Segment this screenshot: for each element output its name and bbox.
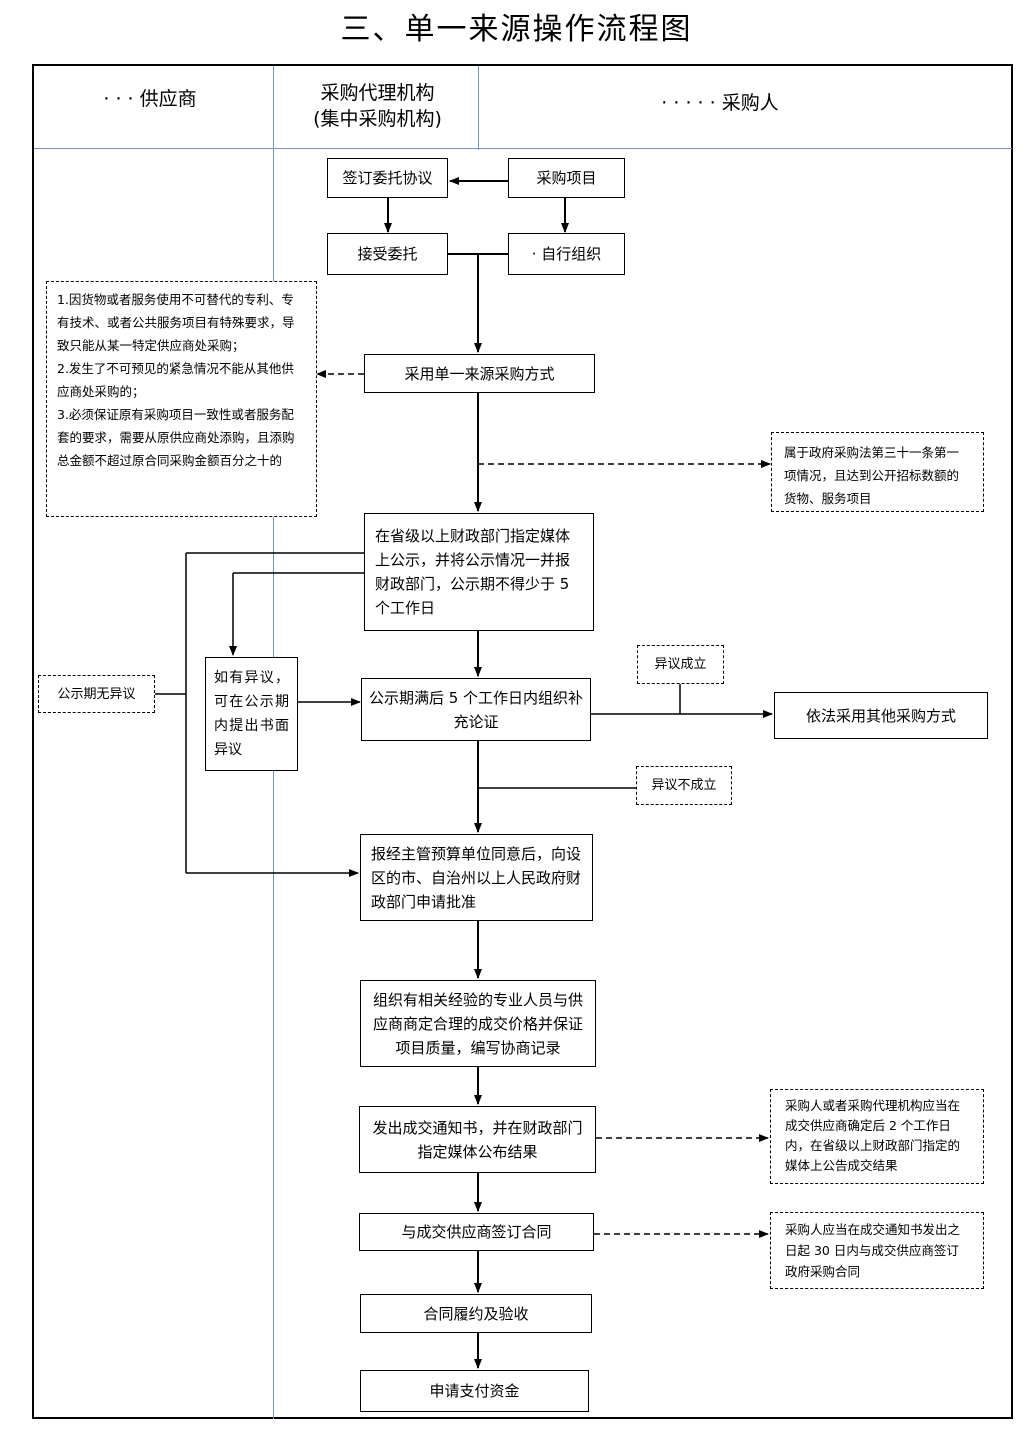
lane-header-divider	[34, 148, 1012, 149]
perform-accept-box: 合同履约及验收	[360, 1294, 592, 1333]
lane-header-supplier: · · · 供应商	[103, 88, 197, 110]
objection-valid-note: 异议成立	[637, 645, 724, 684]
apply-payment-box: 申请支付资金	[360, 1370, 589, 1412]
lane-header-agency-line1: 采购代理机构	[320, 82, 435, 104]
lane-header-agency-line2: (集中采购机构)	[313, 108, 442, 130]
sign-contract-box: 与成交供应商签订合同	[359, 1213, 594, 1251]
condition-3: 3.必须保证原有采购项目一致性或者服务配套的要求，需要从原供应商处添购，且添购总…	[57, 407, 295, 468]
report-approval-box: 报经主管预算单位同意后，向设区的市、自治州以上人民政府财政部门申请批准	[360, 834, 593, 921]
objection-box: 如有异议，可在公示期内提出书面异议	[205, 657, 298, 771]
lane-divider-agency	[478, 66, 479, 150]
publicize-box: 在省级以上财政部门指定媒体上公示，并将公示情况一并报财政部门，公示期不得少于 5…	[364, 513, 594, 631]
no-objection-note: 公示期无异议	[38, 675, 155, 713]
conditions-note: 1.因货物或者服务使用不可替代的专利、专有技术、或者公共服务项目有特殊要求，导致…	[46, 281, 317, 517]
expert-review-box: 公示期满后 5 个工作日内组织补充论证	[361, 678, 591, 741]
page-title: 三、单一来源操作流程图	[340, 12, 693, 47]
condition-1: 1.因货物或者服务使用不可替代的专利、专有技术、或者公共服务项目有特殊要求，导致…	[57, 292, 295, 353]
single-source-method-box: 采用单一来源采购方式	[364, 354, 595, 393]
self-organize-box: · 自行组织	[508, 233, 625, 275]
flowchart-frame	[32, 64, 1013, 1419]
negotiate-box: 组织有相关经验的专业人员与供应商商定合理的成交价格并保证项目质量，编写协商记录	[360, 980, 596, 1067]
lane-header-purchaser: · · · · · 采购人	[661, 92, 779, 114]
sign-agreement-box: 签订委托协议	[327, 158, 448, 198]
other-method-box: 依法采用其他采购方式	[774, 692, 988, 739]
article31-note: 属于政府采购法第三十一条第一项情况，且达到公开招标数额的货物、服务项目	[771, 432, 984, 512]
condition-2: 2.发生了不可预见的紧急情况不能从其他供应商处采购的；	[57, 361, 294, 399]
issue-notice-box: 发出成交通知书，并在财政部门指定媒体公布结果	[359, 1106, 596, 1173]
purchase-project-box: 采购项目	[508, 158, 625, 198]
lane-header-agency: 采购代理机构 (集中采购机构)	[290, 80, 465, 132]
contract-rule-note: 采购人应当在成交通知书发出之日起 30 日内与成交供应商签订政府采购合同	[770, 1212, 984, 1289]
accept-entrust-box: 接受委托	[327, 233, 448, 275]
objection-invalid-note: 异议不成立	[636, 766, 732, 805]
announce-rule-note: 采购人或者采购代理机构应当在成交供应商确定后 2 个工作日内，在省级以上财政部门…	[770, 1089, 984, 1184]
